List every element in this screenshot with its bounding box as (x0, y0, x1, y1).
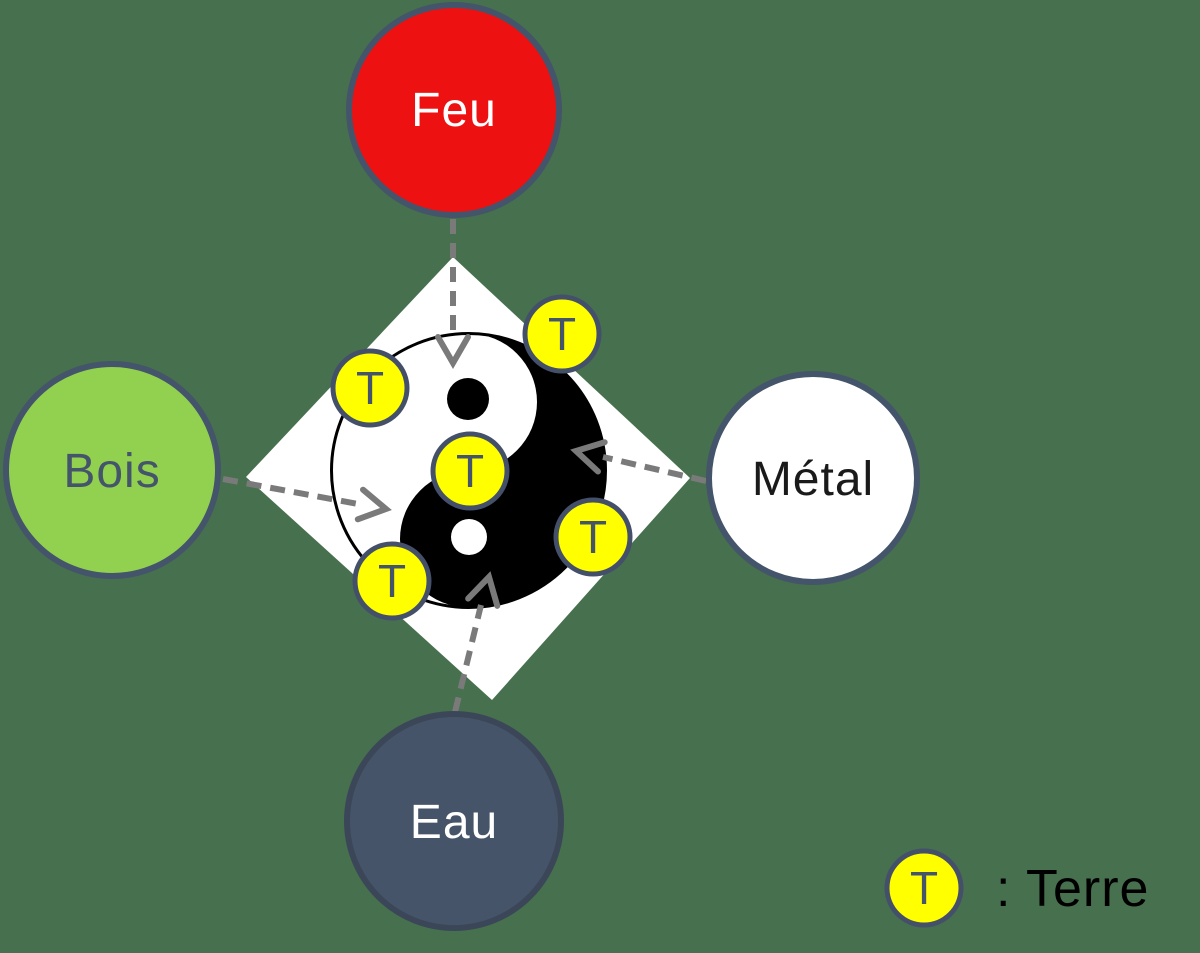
terre-marker-circle (553, 497, 633, 577)
terre-marker-center: T (430, 431, 510, 511)
terre-marker-label: T (356, 362, 384, 414)
arrow-bois-head-icon (354, 486, 392, 523)
terre-marker-label: T (456, 445, 484, 497)
arrow-eau-head-icon (465, 571, 501, 609)
node-bois-label: Bois (63, 445, 160, 498)
arrow-metal-head-icon (570, 439, 608, 475)
arrow-metal-to-center (570, 439, 707, 484)
terre-marker-label: T (548, 308, 576, 360)
node-feu-label: Feu (411, 84, 497, 137)
node-feu: Feu (346, 2, 562, 218)
node-bois: Bois (3, 361, 221, 579)
arrow-metal-line (602, 454, 707, 484)
legend: T : Terre (884, 848, 1149, 928)
terre-marker-circle (430, 431, 510, 511)
node-bois-circle (3, 361, 221, 579)
node-metal-circle (706, 371, 920, 585)
node-eau-circle (344, 711, 564, 931)
arrow-feu-to-center (435, 219, 471, 370)
yinyang-white-dot (451, 519, 487, 555)
arrow-feu-head-icon (435, 334, 471, 370)
terre-marker-label: T (378, 555, 406, 607)
arrow-eau-line (452, 604, 484, 713)
terre-marker-label: T (579, 511, 607, 563)
node-metal-label: Métal (752, 453, 874, 506)
arrow-eau-to-center (452, 571, 501, 713)
legend-terre-icon (884, 848, 964, 928)
legend-symbol: T (910, 862, 938, 914)
terre-marker-right: T (553, 497, 633, 577)
node-feu-circle (346, 2, 562, 218)
node-eau-label: Eau (410, 796, 498, 849)
yinyang-black-dot (447, 378, 489, 420)
arrow-bois-to-center (222, 476, 392, 523)
terre-marker-left: T (330, 348, 410, 428)
terre-marker-top-right: T (522, 294, 602, 374)
legend-label: : Terre (996, 860, 1149, 918)
terre-marker-circle (522, 294, 602, 374)
terre-marker-circle (330, 348, 410, 428)
node-metal: Métal (706, 371, 920, 585)
terre-marker-circle (352, 541, 432, 621)
terre-marker-bottom-left: T (352, 541, 432, 621)
node-eau: Eau (344, 711, 564, 931)
